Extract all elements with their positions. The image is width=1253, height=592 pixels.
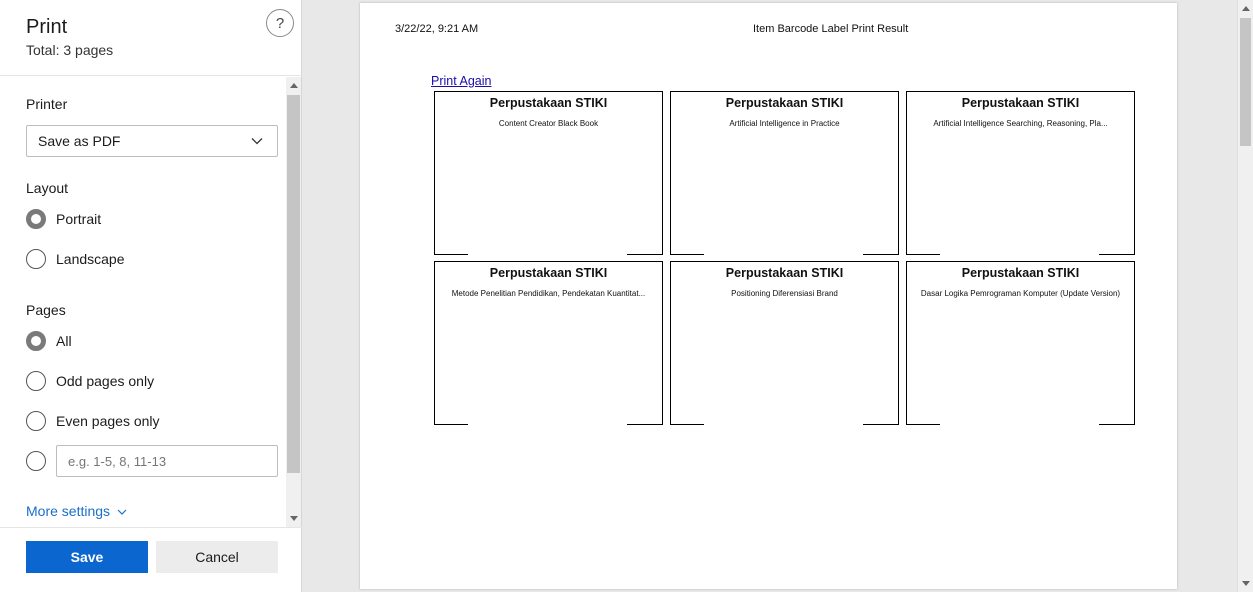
chevron-down-icon — [251, 138, 263, 145]
scroll-down-arrow-icon[interactable] — [290, 516, 298, 521]
label-border-segment — [863, 254, 898, 255]
radio-button[interactable] — [26, 209, 46, 229]
label-border-segment — [435, 424, 468, 425]
radio-label: Odd pages only — [56, 373, 155, 389]
cancel-button[interactable]: Cancel — [156, 541, 278, 573]
scrollbar-thumb[interactable] — [287, 95, 300, 473]
barcode-label: Perpustakaan STIKI Dasar Logika Pemrogra… — [906, 261, 1135, 425]
preview-scrollbar[interactable] — [1237, 0, 1253, 592]
label-library: Perpustakaan STIKI — [489, 96, 608, 110]
label-book-title: Artificial Intelligence Searching, Reaso… — [933, 119, 1108, 128]
label-library: Perpustakaan STIKI — [725, 266, 844, 280]
label-library: Perpustakaan STIKI — [725, 96, 844, 110]
print-again-link[interactable]: Print Again — [431, 74, 492, 88]
pages-label: Pages — [26, 302, 66, 318]
total-pages: Total: 3 pages — [26, 42, 114, 58]
label-border-segment — [907, 424, 940, 425]
settings-scroll-area: Printer Save as PDF Layout Portrait Land… — [0, 77, 286, 527]
label-border-segment — [671, 424, 704, 425]
scroll-up-arrow-icon[interactable] — [1242, 6, 1250, 11]
label-border-segment — [863, 424, 898, 425]
chevron-down-icon — [117, 509, 127, 515]
label-library: Perpustakaan STIKI — [961, 266, 1080, 280]
radio-label: Even pages only — [56, 413, 160, 429]
preview-page: 3/22/22, 9:21 AM Item Barcode Label Prin… — [360, 3, 1177, 589]
barcode-label: Perpustakaan STIKI Metode Penelitian Pen… — [434, 261, 663, 425]
panel-footer: Save Cancel — [0, 527, 302, 592]
pages-option-even[interactable]: Even pages only — [26, 410, 160, 432]
barcode-label: Perpustakaan STIKI Content Creator Black… — [434, 91, 663, 255]
scroll-down-arrow-icon[interactable] — [1242, 581, 1250, 586]
radio-button[interactable] — [26, 411, 46, 431]
radio-label: All — [56, 333, 72, 349]
label-book-title: Metode Penelitian Pendidikan, Pendekatan… — [451, 289, 646, 298]
layout-option-portrait[interactable]: Portrait — [26, 208, 101, 230]
label-border-segment — [1099, 254, 1134, 255]
radio-button[interactable] — [26, 331, 46, 351]
save-button[interactable]: Save — [26, 541, 148, 573]
scrollbar-thumb[interactable] — [1240, 18, 1251, 146]
label-book-title: Artificial Intelligence in Practice — [729, 119, 840, 128]
pages-option-custom[interactable] — [26, 450, 46, 472]
printer-selected-value: Save as PDF — [38, 133, 121, 149]
label-library: Perpustakaan STIKI — [489, 266, 608, 280]
barcode-label: Perpustakaan STIKI Artificial Intelligen… — [670, 91, 899, 255]
more-settings-label: More settings — [26, 503, 111, 519]
label-border-segment — [627, 254, 662, 255]
scroll-up-arrow-icon[interactable] — [290, 83, 298, 88]
printer-select[interactable]: Save as PDF — [26, 125, 278, 157]
label-book-title: Positioning Diferensiasi Brand — [731, 289, 838, 298]
label-border-segment — [907, 254, 940, 255]
dialog-title: Print — [26, 16, 68, 38]
layout-option-landscape[interactable]: Landscape — [26, 248, 125, 270]
page-header-date: 3/22/22, 9:21 AM — [395, 23, 479, 35]
barcode-label: Perpustakaan STIKI Positioning Diferensi… — [670, 261, 899, 425]
page-range-input[interactable] — [56, 445, 278, 477]
radio-button[interactable] — [26, 249, 46, 269]
print-preview-area: 3/22/22, 9:21 AM Item Barcode Label Prin… — [302, 0, 1237, 592]
more-settings-link[interactable]: More settings — [26, 503, 127, 519]
label-book-title: Content Creator Black Book — [498, 119, 599, 128]
print-settings-panel: Print Total: 3 pages ? Printer Save as P… — [0, 0, 302, 592]
label-border-segment — [1099, 424, 1134, 425]
label-border-segment — [671, 254, 704, 255]
label-border-segment — [627, 424, 662, 425]
help-icon[interactable]: ? — [266, 9, 294, 37]
label-book-title: Dasar Logika Pemrograman Komputer (Updat… — [920, 289, 1121, 298]
panel-scrollbar[interactable] — [286, 77, 301, 527]
label-library: Perpustakaan STIKI — [961, 96, 1080, 110]
pages-option-all[interactable]: All — [26, 330, 72, 352]
printer-label: Printer — [26, 96, 68, 112]
barcode-label: Perpustakaan STIKI Artificial Intelligen… — [906, 91, 1135, 255]
radio-button[interactable] — [26, 451, 46, 471]
radio-label: Landscape — [56, 251, 125, 267]
radio-button[interactable] — [26, 371, 46, 391]
radio-label: Portrait — [56, 211, 102, 227]
pages-option-odd[interactable]: Odd pages only — [26, 370, 154, 392]
label-border-segment — [435, 254, 468, 255]
layout-label: Layout — [26, 180, 69, 196]
page-header-title: Item Barcode Label Print Result — [753, 23, 909, 35]
panel-header: Print Total: 3 pages ? — [0, 0, 302, 76]
